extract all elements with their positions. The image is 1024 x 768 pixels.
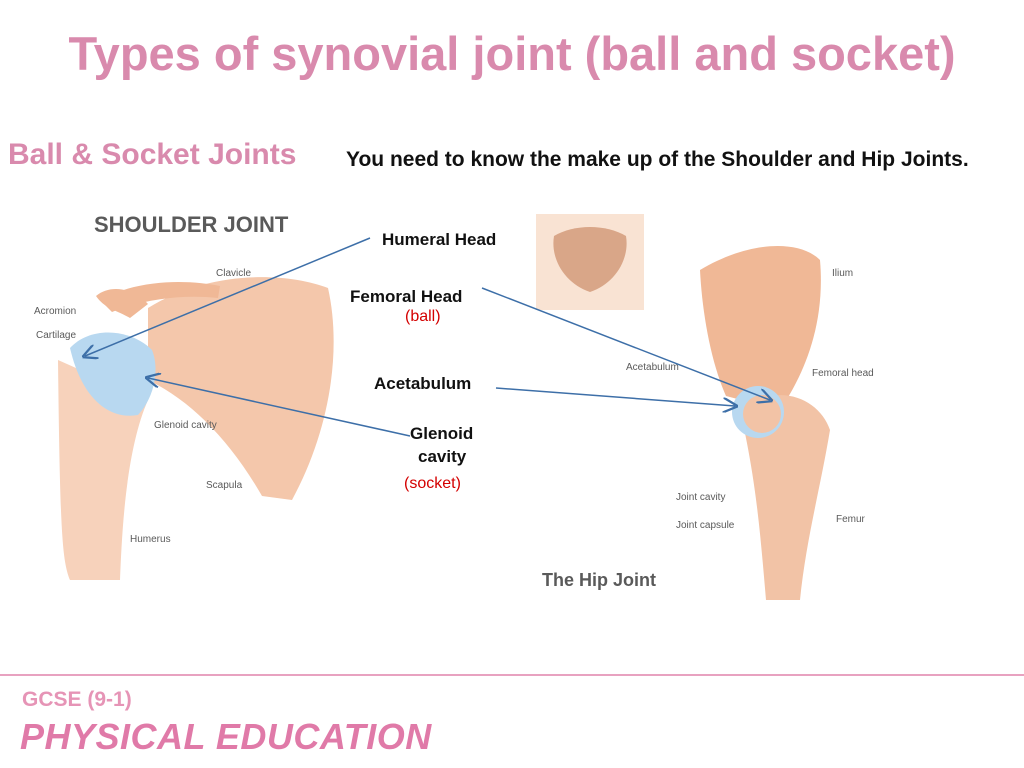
label-humerus: Humerus <box>130 534 171 545</box>
label-femoral-head: Femoral head <box>812 368 874 379</box>
section-subtitle: Ball & Socket Joints <box>8 138 297 171</box>
annotation-glenoid: Glenoid <box>410 424 474 443</box>
label-femur: Femur <box>836 514 866 525</box>
arrow-acetabulum <box>495 387 735 406</box>
annotation-humeral-head: Humeral Head <box>382 230 497 249</box>
hip-heading: The Hip Joint <box>542 570 656 590</box>
pelvis-shape <box>553 227 627 292</box>
ilium-shape <box>700 246 821 410</box>
femoral-head-shape <box>743 395 781 433</box>
arrow-glenoid-cavity <box>148 378 411 437</box>
label-acetabulum: Acetabulum <box>626 362 679 373</box>
annotation-acetabulum: Acetabulum <box>374 374 472 393</box>
label-scapula: Scapula <box>206 480 243 491</box>
label-joint-capsule: Joint capsule <box>676 520 735 531</box>
annotation-socket: (socket) <box>404 475 461 492</box>
footer-physical-education: PHYSICAL EDUCATION <box>20 716 432 757</box>
annotation-cavity: cavity <box>418 447 467 466</box>
intro-text: You need to know the make up of the Shou… <box>346 148 969 171</box>
label-ilium: Ilium <box>832 268 853 279</box>
shoulder-heading: SHOULDER JOINT <box>94 212 289 237</box>
femur-shape <box>740 395 830 600</box>
arrow-femoral-head <box>481 287 770 400</box>
acromion-shape <box>96 289 148 318</box>
label-acromion: Acromion <box>34 306 76 317</box>
label-joint-cavity: Joint cavity <box>676 492 725 503</box>
hip-joint-diagram: Ilium Acetabulum Femoral head Joint cavi… <box>536 214 874 600</box>
page-title: Types of synovial joint (ball and socket… <box>68 27 956 80</box>
annotation-femoral-head: Femoral Head <box>350 287 463 306</box>
label-glenoid-cavity: Glenoid cavity <box>154 420 217 431</box>
label-cartilage: Cartilage <box>36 330 76 341</box>
footer-gcse: GCSE (9-1) <box>22 688 132 711</box>
label-clavicle: Clavicle <box>216 268 251 279</box>
arrow-humeral-head <box>85 237 371 356</box>
annotation-ball: (ball) <box>405 308 441 325</box>
scapula-shape <box>148 277 334 500</box>
footer-divider <box>0 674 1024 676</box>
